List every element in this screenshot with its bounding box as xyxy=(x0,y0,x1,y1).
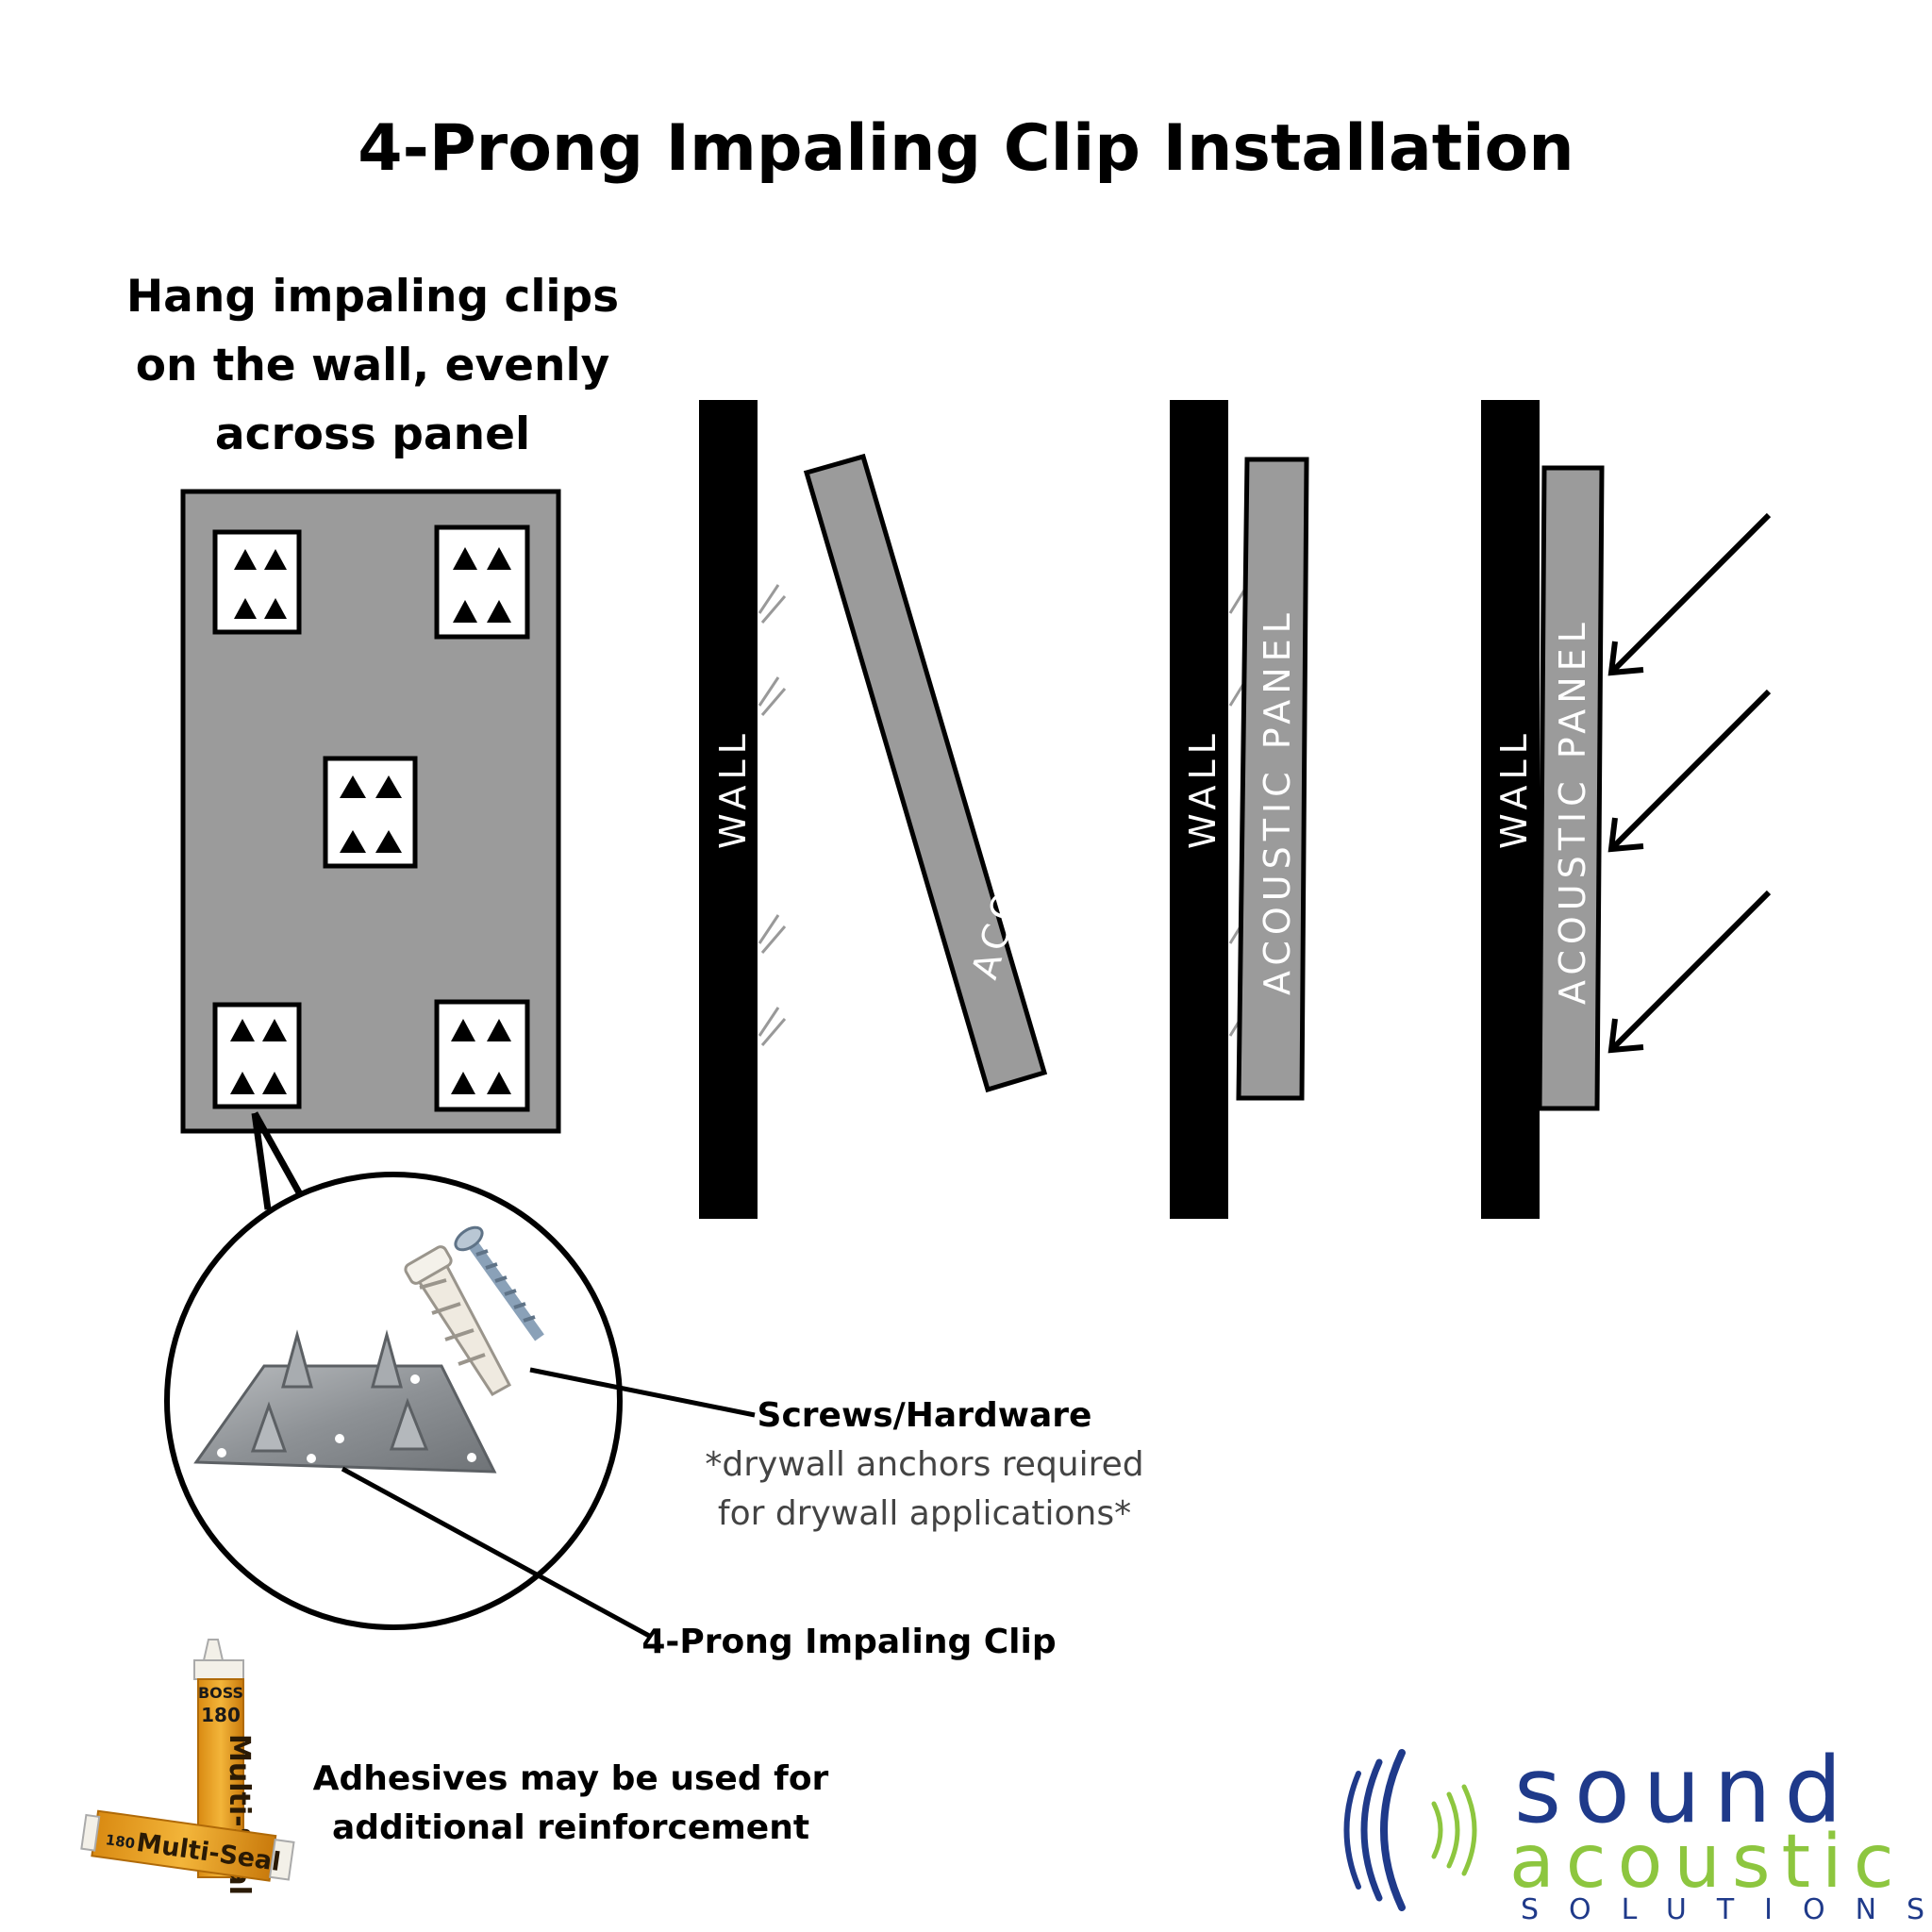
press-arrow-middle xyxy=(1611,689,1772,849)
zoom-line-right xyxy=(251,1111,304,1196)
standing-tube-brand: BOSS xyxy=(198,1684,243,1702)
logo-word-acoustic: acoustic xyxy=(1509,1820,1906,1905)
press-arrow-top xyxy=(1611,512,1772,673)
panel-label-step4: ACOUSTIC PANEL xyxy=(1552,617,1593,1005)
adhesive-tubes-image: BOSS 180 Multi-Seal 180 Multi-Seal xyxy=(80,1639,295,1895)
clip-bottom-left xyxy=(212,1002,302,1109)
screws-leader xyxy=(529,1367,756,1418)
screws-hardware-label: Screws/Hardware xyxy=(757,1396,1092,1435)
logo-wave-icon xyxy=(1343,1749,1477,1911)
press-arrowhead-bottom xyxy=(1607,1018,1644,1054)
step1-instruction: Hang impaling clips on the wall, evenly … xyxy=(85,262,660,469)
wall-label-step3: WALL xyxy=(1182,728,1224,849)
drywall-note-line-2: for drywall applications* xyxy=(717,1494,1132,1533)
panel-back-view xyxy=(180,489,561,1134)
page-title: 4-Prong Impaling Clip Installation xyxy=(358,111,1574,186)
adhesive-line-2: additional reinforcement xyxy=(331,1808,810,1847)
step1-line-1: Hang impaling clips xyxy=(125,271,620,323)
adhesive-note: Adhesives may be used for additional rei… xyxy=(311,1755,830,1853)
drywall-anchor-image xyxy=(404,1245,512,1396)
clip-top-right xyxy=(434,525,530,640)
clip-center xyxy=(323,756,418,869)
standing-tube-number: 180 xyxy=(201,1704,241,1726)
press-arrowhead-middle xyxy=(1607,817,1644,853)
press-arrowhead-top xyxy=(1607,641,1644,676)
clip-leader xyxy=(341,1466,653,1640)
lying-tube-number: 180 xyxy=(105,1831,137,1852)
step2-panel xyxy=(803,453,1048,1093)
step1-line-3: across panel xyxy=(214,408,531,460)
step1-line-2: on the wall, evenly xyxy=(135,340,610,391)
adhesive-line-1: Adhesives may be used for xyxy=(312,1759,829,1798)
screw-image xyxy=(454,1225,544,1341)
press-arrows xyxy=(1607,512,1772,1054)
drywall-note-line-1: *drywall anchors required xyxy=(705,1445,1144,1484)
panel-label-step2: ACOUSTIC PANEL xyxy=(963,600,1112,984)
step2-wall xyxy=(699,400,787,1219)
zoom-circle xyxy=(164,1172,623,1630)
wall-label-step2: WALL xyxy=(712,728,754,849)
panel-label-step3: ACOUSTIC PANEL xyxy=(1257,608,1298,995)
step4-wall xyxy=(1481,400,1540,1219)
impaling-clip-image xyxy=(193,1329,497,1474)
logo-word-solutions: SOLUTIONS xyxy=(1521,1893,1932,1926)
clip-top-left xyxy=(212,529,302,635)
impaling-clip-label: 4-Prong Impaling Clip xyxy=(641,1623,1057,1661)
drywall-anchor-note: *drywall anchors required for drywall ap… xyxy=(693,1441,1156,1539)
clip-bottom-right xyxy=(434,999,530,1112)
zoom-line-left xyxy=(251,1112,272,1210)
step4-panel xyxy=(1537,465,1605,1111)
wall-prongs-step2 xyxy=(758,584,787,1046)
press-arrow-bottom xyxy=(1611,890,1772,1050)
step3-panel xyxy=(1236,457,1309,1101)
logo-word-sound: sound xyxy=(1514,1738,1856,1843)
wall-label-step4: WALL xyxy=(1493,728,1535,849)
lying-tube: 180 Multi-Seal xyxy=(80,1809,295,1882)
